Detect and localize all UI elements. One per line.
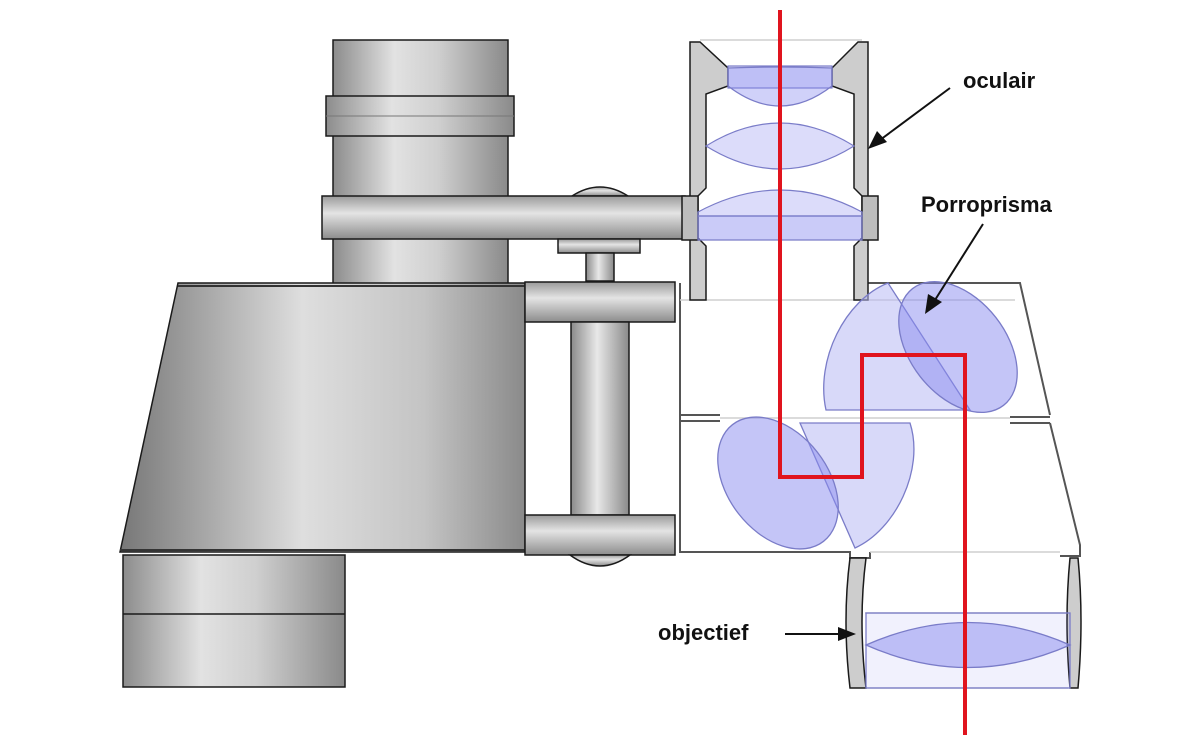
eyepiece-annotation: oculair bbox=[868, 68, 1036, 149]
upper-hinge-block bbox=[524, 281, 676, 323]
objective-lens bbox=[864, 612, 1072, 689]
porro-prisms bbox=[717, 280, 1018, 550]
lower-prism-light bbox=[799, 422, 915, 549]
left-objective-tube bbox=[122, 554, 346, 688]
lower-hinge-block bbox=[524, 514, 676, 556]
prism-label: Porroprisma bbox=[921, 192, 1053, 217]
annotations: oculair Porroprisma objectief bbox=[658, 68, 1053, 645]
objective-label: objectief bbox=[658, 620, 749, 645]
left-eyepiece-tube bbox=[332, 39, 509, 286]
lower-hinge-knob bbox=[567, 554, 633, 567]
left-prism-housing bbox=[119, 282, 526, 553]
eyepiece-housing bbox=[681, 41, 879, 301]
prism-housing-outline bbox=[679, 282, 1081, 559]
right-barrel-cross-section bbox=[679, 10, 1082, 735]
hinge-bridge bbox=[321, 186, 686, 567]
focus-knob bbox=[569, 186, 631, 197]
left-barrel-exterior bbox=[119, 39, 526, 688]
upper-bridge-bar bbox=[321, 195, 686, 240]
upper-prism-dark bbox=[898, 280, 1018, 414]
lower-prism-dark bbox=[717, 416, 839, 550]
objective-annotation: objectief bbox=[658, 620, 856, 645]
hinge-cap-upper bbox=[557, 238, 641, 254]
light-ray bbox=[778, 10, 967, 735]
eyepiece-label: oculair bbox=[963, 68, 1036, 93]
hinge-axle bbox=[570, 321, 630, 516]
prism-annotation: Porroprisma bbox=[921, 192, 1053, 314]
